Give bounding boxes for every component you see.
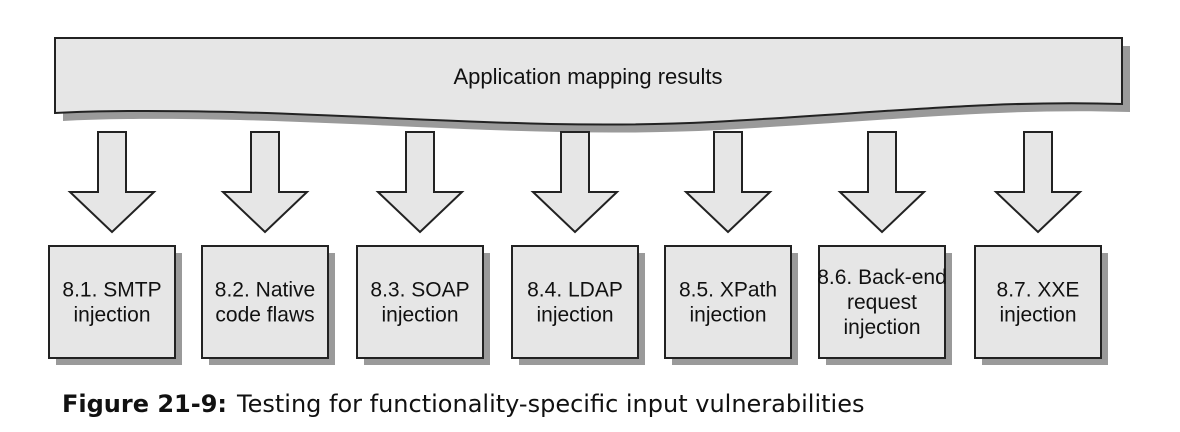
step-box — [48, 245, 176, 359]
arrow-down-icon — [683, 131, 773, 234]
step-box — [818, 245, 946, 359]
step-box — [511, 245, 639, 359]
step-box — [664, 245, 792, 359]
step-label-line: injection — [999, 304, 1076, 327]
banner-label: Application mapping results — [453, 64, 722, 89]
step-label-line: injection — [536, 304, 613, 327]
figure-caption: Figure 21-9: Testing for functionality-sp… — [62, 390, 864, 418]
step-box — [356, 245, 484, 359]
step-label-line: injection — [843, 316, 920, 339]
step-label-line: 8.3. SOAP — [370, 279, 469, 302]
banner-shape — [54, 37, 1123, 126]
arrow-down-icon — [837, 131, 927, 234]
step-label-line: 8.6. Back-end — [817, 266, 947, 289]
step-label-line: injection — [381, 304, 458, 327]
step-box — [974, 245, 1102, 359]
arrow-down-icon — [220, 131, 310, 234]
step-label-line: 8.7. XXE — [997, 279, 1080, 302]
step-label-line: 8.2. Native — [215, 279, 315, 302]
arrow-down-icon — [530, 131, 620, 234]
step-label-line: code flaws — [215, 304, 314, 327]
arrow-down-icon — [375, 131, 465, 234]
step-label-line: request — [847, 291, 917, 314]
caption-text: Testing for functionality-specific input… — [237, 390, 865, 418]
step-label-line: injection — [689, 304, 766, 327]
step-box — [201, 245, 329, 359]
step-label-line: 8.4. LDAP — [527, 279, 623, 302]
step-label-line: injection — [73, 304, 150, 327]
step-label-line: 8.5. XPath — [679, 279, 777, 302]
caption-label: Figure 21-9: — [62, 390, 228, 418]
arrow-down-icon — [67, 131, 157, 234]
step-label-line: 8.1. SMTP — [62, 279, 161, 302]
arrow-down-icon — [993, 131, 1083, 234]
